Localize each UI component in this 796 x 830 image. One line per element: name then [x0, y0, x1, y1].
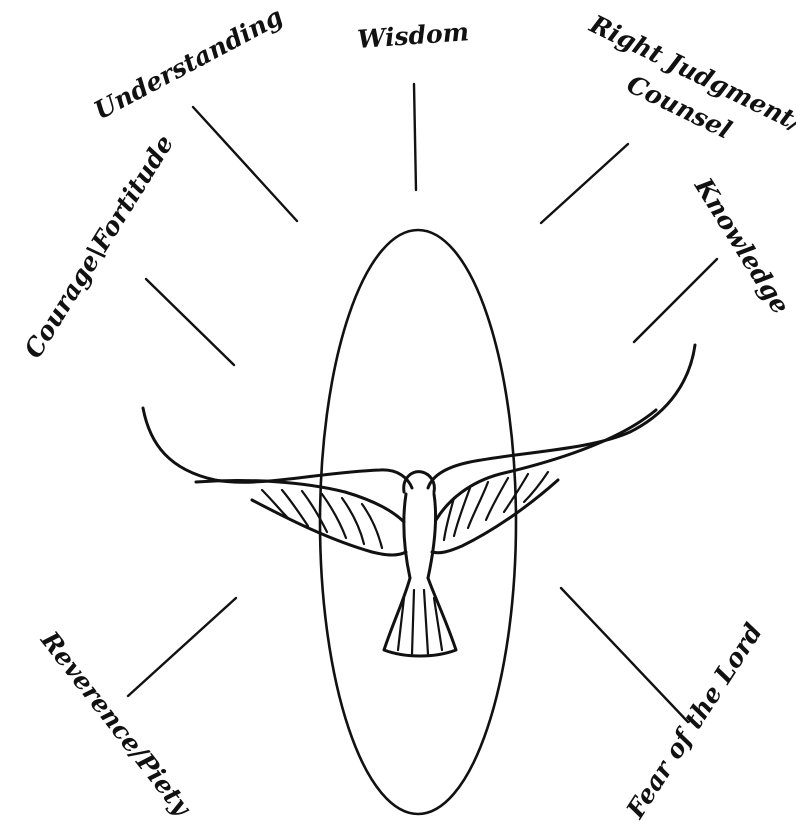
gift-fortitude-label: Courage\Fortitude: [18, 130, 179, 363]
gift-wisdom-label: Wisdom: [356, 17, 470, 54]
ray-counsel: [541, 144, 628, 223]
gift-understanding-label: Understanding: [89, 1, 287, 125]
ray-knowledge: [634, 259, 717, 342]
gift-knowledge-label: Knowledge: [688, 172, 795, 319]
ray-wisdom: [414, 84, 416, 190]
ray-fortitude: [146, 279, 234, 365]
halo-ellipse: [320, 230, 516, 814]
ray-piety: [128, 598, 236, 696]
gift-fear-label: Fear of the Lord: [620, 618, 768, 824]
ray-fear: [561, 588, 688, 722]
ray-understanding: [193, 107, 297, 221]
dove-icon: [143, 345, 695, 656]
